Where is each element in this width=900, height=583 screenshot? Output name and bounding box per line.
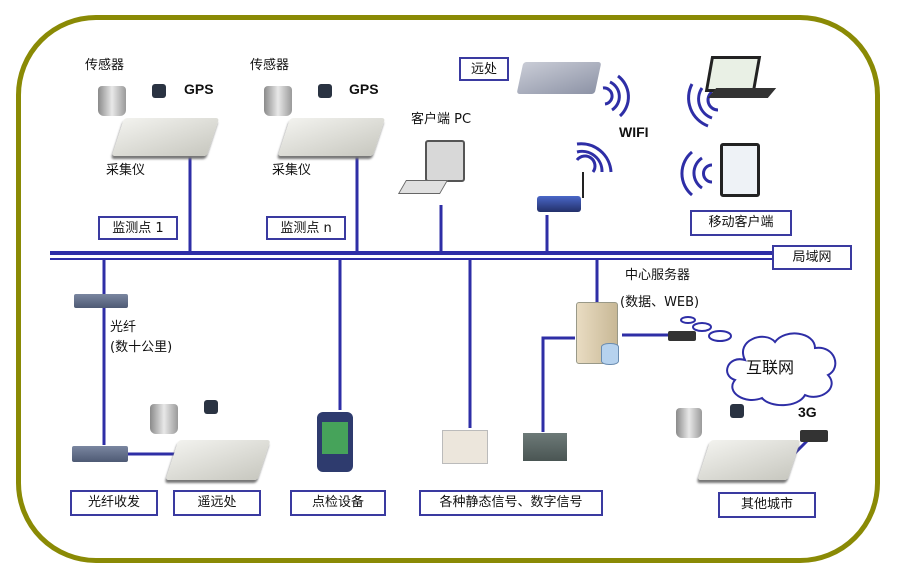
wifi-arc-laptop-2 [697,87,713,120]
database-icon [601,343,619,365]
sensor-label: 传感器 [250,58,290,73]
gps-antenna-icon [318,84,332,98]
fiber-transceiver-icon [72,446,128,462]
internet-cloud [726,332,837,407]
gps-antenna-icon [152,84,166,98]
3g-modem-icon [800,430,828,442]
router-antenna-icon [582,172,584,198]
cloud-link-1 [680,316,696,324]
fiber-distance-label: (数十公里) [110,340,173,355]
data-logger-icon [165,440,271,480]
sensor-icon [98,86,126,116]
fiber-transceiver-icon [74,294,128,308]
gps-label: GPS [349,81,379,97]
gps-antenna-icon [204,400,218,414]
other-cities-box: 其他城市 [718,492,816,518]
wifi-label: WIFI [619,124,649,140]
signals-box: 各种静态信号、数字信号 [419,490,603,516]
wifi-arc-laptop-3 [687,83,709,128]
wifi-arc-router-2 [576,149,604,173]
wifi-arc-tablet-1 [702,163,713,184]
diagram-border [16,15,880,563]
sensor-icon [150,404,178,434]
gps-antenna-icon [730,404,744,418]
keyboard-icon [397,180,449,194]
lan-label: 局域网 [772,245,852,270]
mobile-client-label: 移动客户端 [690,210,792,236]
sensor-label: 传感器 [85,58,125,73]
inspection-device-box: 点检设备 [290,490,386,516]
wifi-arc-remote-2 [609,80,621,112]
client-pc-icon [425,140,465,182]
remote-label: 远处 [459,57,509,81]
data-logger-icon [277,118,386,156]
fiber-transceiver-box: 光纤收发 [70,490,158,516]
internet-label: 互联网 [746,358,795,377]
wifi-arc-remote-1 [602,86,614,106]
wifi-arc-tablet-2 [692,156,703,190]
data-logger-icon [697,440,801,480]
site-1-label: 监测点 1 [98,216,178,240]
wifi-arc-tablet-3 [680,150,694,197]
sensor-icon [676,408,702,438]
laptop-icon [704,56,762,92]
data-logger-icon [111,118,220,156]
wifi-arc-remote-3 [617,74,630,118]
3g-label: 3G [798,404,817,420]
wifi-arc-router-3 [576,142,613,173]
inspection-screen-icon [322,422,348,454]
server-label: 中心服务器 [625,268,691,283]
wire-server-signal2 [541,336,575,432]
tablet-icon [720,143,760,197]
remote-site-box: 遥远处 [173,490,261,516]
gps-label: GPS [184,81,214,97]
static-signal-device-icon [442,430,488,464]
logger-label: 采集仪 [106,163,146,178]
laptop-base-icon [707,88,777,98]
server-role-label: (数据、WEB) [620,295,700,310]
client-pc-label: 客户端 PC [411,112,472,127]
cloud-link-2 [692,322,712,332]
modem-icon [668,331,696,341]
site-n-label: 监测点 n [266,216,346,240]
wifi-arc-router-1 [575,154,597,173]
wifi-router-icon [537,196,581,212]
remote-logger-icon [516,62,602,94]
digital-signal-device-icon [523,433,567,461]
sensor-icon [264,86,292,116]
logger-label: 采集仪 [272,163,312,178]
cloud-link-3 [708,330,732,342]
fiber-label: 光纤 [110,320,137,335]
